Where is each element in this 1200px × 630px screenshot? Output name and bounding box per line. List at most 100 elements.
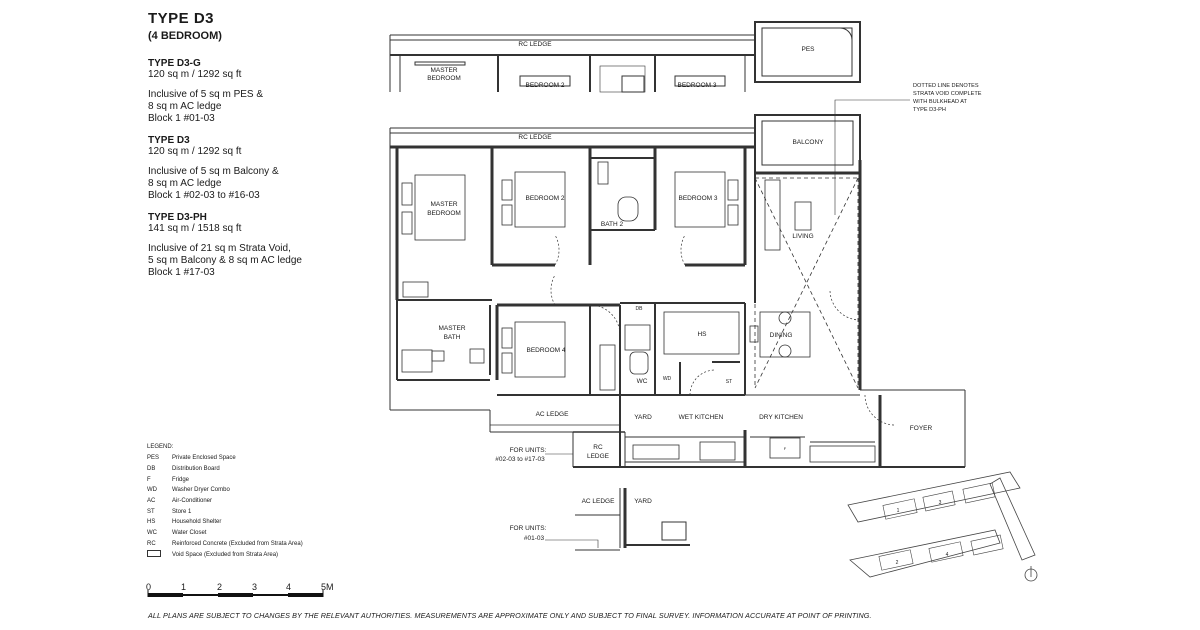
unit-detail: Inclusive of 5 sq m PES & [148, 89, 264, 100]
legend-code: WC [147, 530, 157, 537]
legend-item: RC Reinforced Concrete (Excluded from Str… [147, 539, 303, 550]
rc-ledge-small-label: LEDGE [587, 453, 610, 460]
bedroom4-label: BEDROOM 4 [526, 347, 565, 354]
unit-detail: Inclusive of 5 sq m Balcony & [148, 166, 279, 177]
strata-void-note: DOTTED LINE DENOTES [913, 83, 979, 89]
site-plan-key [847, 471, 1038, 582]
rc-ledge-label: RC LEDGE [518, 134, 552, 141]
furniture [401, 161, 876, 463]
alt-yard-label: YARD [634, 498, 652, 505]
unit-type-name: TYPE D3 [148, 135, 190, 146]
legend-item: ST Store 1 [147, 506, 303, 517]
legend-text: Water Closet [172, 530, 207, 537]
legend-code: WD [147, 487, 157, 494]
legend-code: PES [147, 455, 160, 462]
units-label-1: #02-03 to #17-03 [495, 456, 545, 463]
ac-ledge-units [402, 281, 620, 426]
legend-item: WD Washer Dryer Combo [147, 485, 303, 496]
legend-item: F Fridge [147, 474, 303, 485]
door-swings [550, 234, 896, 426]
legend-text: Reinforced Concrete (Excluded from Strat… [172, 540, 303, 547]
scale-label: 0 [146, 582, 152, 592]
alt-ac-ledge-label: AC LEDGE [582, 498, 616, 505]
foyer-label: FOYER [910, 425, 933, 432]
dining-label: DINING [770, 332, 793, 339]
legend-code: ST [147, 508, 155, 515]
legend-item: WC Water Closet [147, 528, 303, 539]
main-plan-walls [389, 114, 966, 468]
dry-kitchen-label: DRY KITCHEN [759, 414, 803, 421]
ac-ledge-label: AC LEDGE [536, 411, 570, 418]
page-subtitle: (4 BEDROOM) [148, 30, 222, 42]
top-bedroom2-label: BEDROOM 2 [525, 82, 564, 89]
legend-item: PES Private Enclosed Space [147, 453, 303, 464]
alternate-plan-fragment [575, 488, 690, 551]
top-bedroom3-label: BEDROOM 3 [677, 82, 716, 89]
unit-type-name: TYPE D3-PH [148, 212, 207, 223]
site-block-label: 4 [946, 552, 949, 558]
unit-area: 141 sq m / 1518 sq ft [148, 223, 242, 234]
unit-detail: Block 1 #17-03 [148, 267, 215, 278]
legend-text: Private Enclosed Space [172, 455, 236, 462]
top-rc-ledge-label: RC LEDGE [518, 41, 552, 48]
unit-info-panel: TYPE D3 (4 BEDROOM) TYPE D3-G 120 sq m /… [148, 10, 378, 279]
balcony-label: BALCONY [792, 139, 824, 146]
legend-code: HS [147, 519, 156, 526]
units-label-2: #01-03 [524, 535, 545, 542]
master-bedroom-label: MASTER [430, 201, 457, 208]
unit-detail: Block 1 #01-03 [148, 113, 215, 124]
unit-detail: Inclusive of 21 sq m Strata Void, [148, 243, 291, 254]
hs-label: HS [697, 331, 707, 338]
unit-type-d3-ph: TYPE D3-PH 141 sq m / 1518 sq ft Inclusi… [148, 212, 378, 279]
db-label: DB [636, 306, 644, 312]
legend-item: Void Space (Excluded from Strata Area) [147, 549, 303, 560]
yard-label: YARD [634, 414, 652, 421]
pointer-lines [545, 99, 910, 548]
disclaimer: ALL PLANS ARE SUBJECT TO CHANGES BY THE … [148, 611, 872, 620]
scale-bar-labels: 0 1 2 3 4 5M [140, 582, 340, 592]
legend-text: Household Shelter [172, 519, 222, 526]
unit-detail: 8 sq m AC ledge [148, 101, 222, 112]
unit-area: 120 sq m / 1292 sq ft [148, 69, 242, 80]
unit-type-d3-g: TYPE D3-G 120 sq m / 1292 sq ft Inclusiv… [148, 58, 378, 125]
site-block-label: 1 [897, 508, 900, 514]
legend-code: F [147, 476, 151, 483]
scale-label: 5M [321, 582, 334, 592]
legend-text: Washer Dryer Combo [172, 487, 230, 494]
legend-code: AC [147, 498, 156, 505]
unit-detail: Block 1 #02-03 to #16-03 [148, 190, 260, 201]
strata-void-note: WITH BULKHEAD AT [913, 99, 968, 105]
wd-label: WD [663, 376, 672, 382]
page-title: TYPE D3 [148, 10, 215, 27]
site-block-label: 3 [939, 500, 942, 506]
scale-label: 4 [286, 582, 292, 592]
void-space-swatch-icon [147, 550, 161, 558]
unit-detail: 5 sq m Balcony & 8 sq m AC ledge [148, 255, 302, 266]
master-bath-label: BATH [444, 334, 461, 341]
unit-area: 120 sq m / 1292 sq ft [148, 146, 242, 157]
legend-heading: LEGEND: [147, 444, 174, 450]
legend-text: Store 1 [172, 508, 192, 515]
units-label-1: FOR UNITS: [510, 447, 547, 454]
top-master-bedroom-label: MASTER [430, 67, 457, 74]
scale-label: 2 [217, 582, 223, 592]
legend-code: RC [147, 540, 156, 547]
legend-text: Fridge [172, 476, 190, 483]
units-label-2: FOR UNITS: [510, 525, 547, 532]
rc-ledge-small-label: RC [593, 444, 603, 451]
scale-label: 3 [252, 582, 258, 592]
scale-bar-segments [147, 590, 324, 597]
st-label: ST [726, 379, 732, 385]
ground-floor-partial-plan [389, 21, 861, 93]
unit-type-name: TYPE D3-G [148, 58, 201, 69]
strata-void-note: STRATA VOID COMPLETE [913, 91, 982, 97]
pes-label: PES [801, 46, 815, 53]
bedroom3-label: BEDROOM 3 [678, 195, 717, 202]
legend-text: Void Space (Excluded from Strata Area) [172, 551, 279, 558]
fridge-label: F [784, 446, 787, 451]
legend-code: DB [147, 466, 156, 473]
wet-kitchen-label: WET KITCHEN [679, 414, 724, 421]
